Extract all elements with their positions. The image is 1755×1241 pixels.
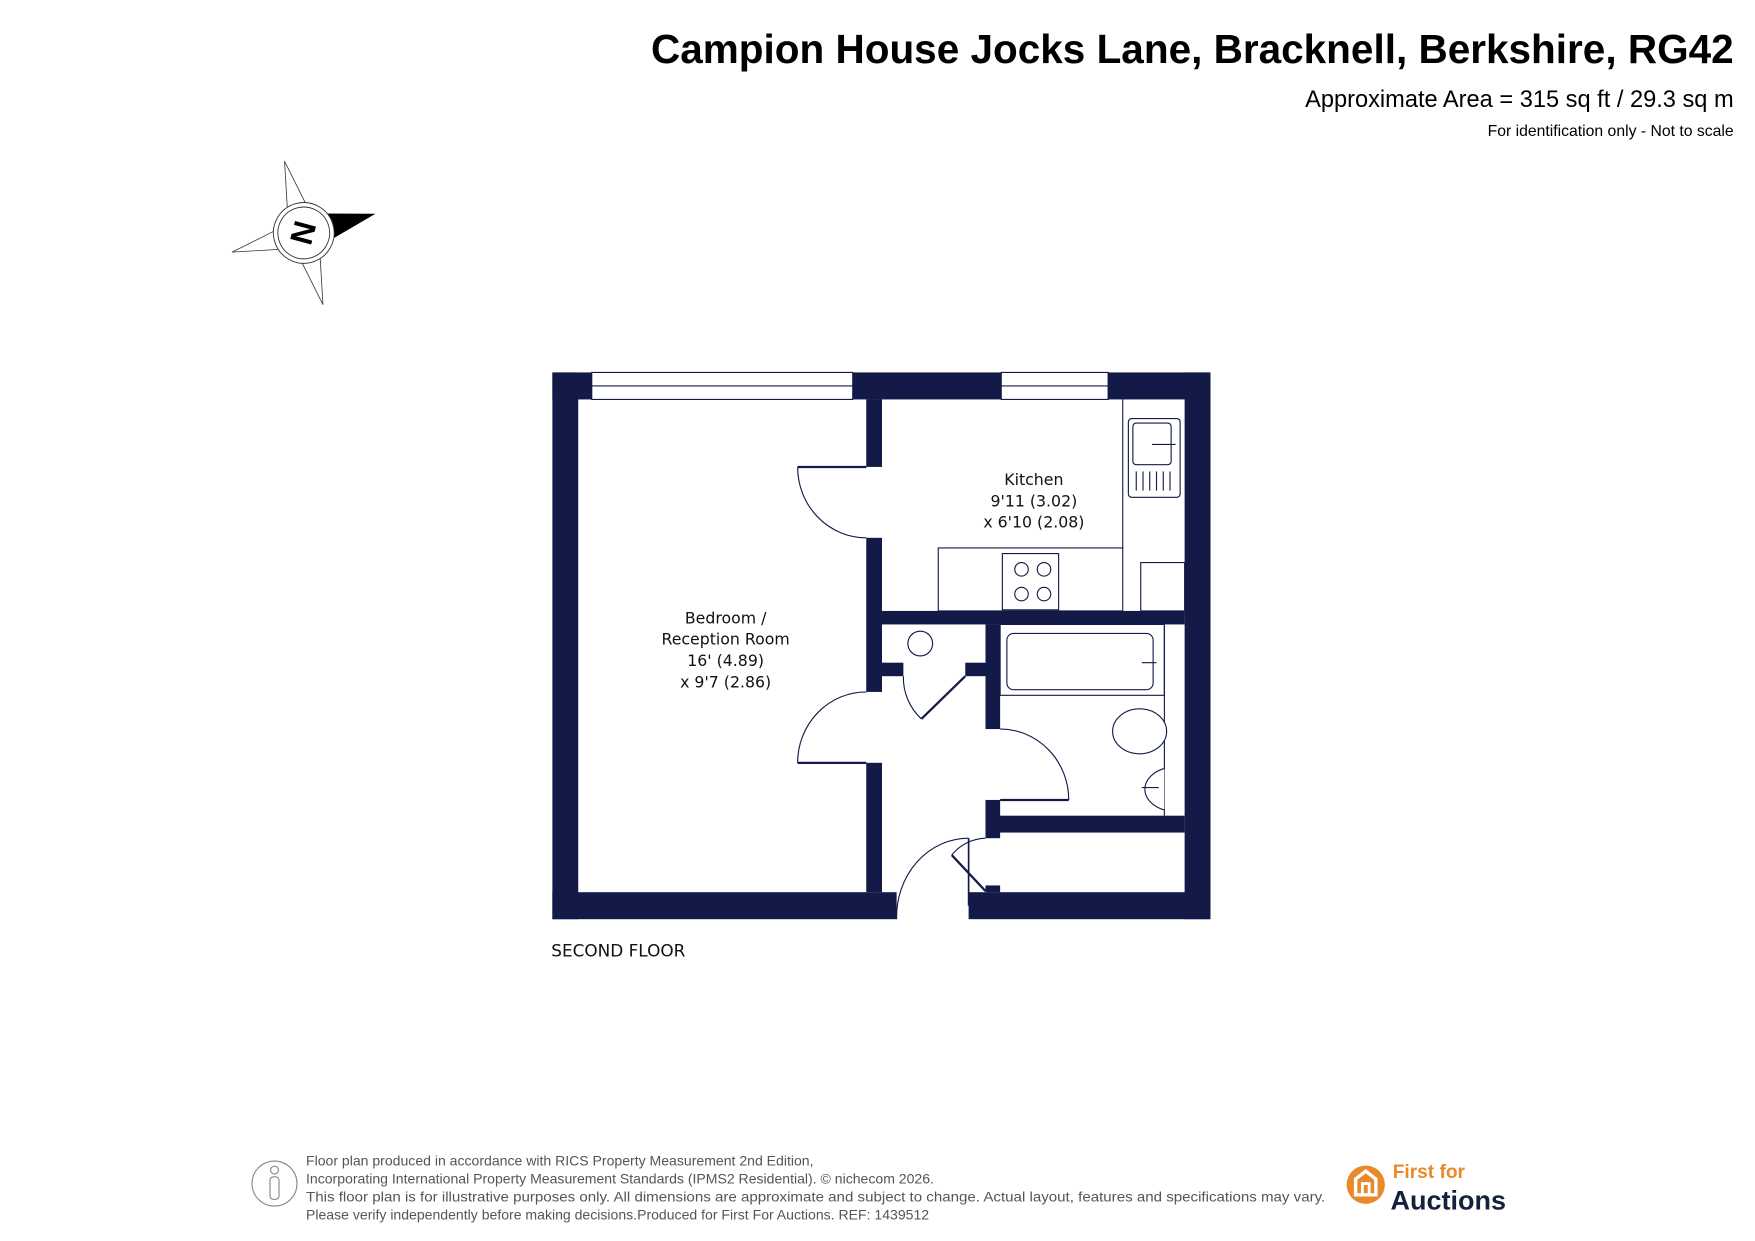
svg-text:This floor plan is for illustr: This floor plan is for illustrative purp… <box>306 1189 1325 1205</box>
svg-text:x 9'7 (2.86): x 9'7 (2.86) <box>680 672 771 691</box>
svg-text:Incorporating International Pr: Incorporating International Property Mea… <box>306 1171 934 1187</box>
svg-text:Auctions: Auctions <box>1391 1185 1507 1215</box>
property-title: Campion House Jocks Lane, Bracknell, Ber… <box>651 26 1734 72</box>
floor-label: SECOND FLOOR <box>551 940 685 960</box>
bath-icon <box>999 623 1165 696</box>
door-kitchen <box>797 465 867 539</box>
compass-icon: N <box>231 161 376 305</box>
window <box>591 371 854 400</box>
person-icon <box>251 1160 298 1207</box>
toilet-icon <box>1112 708 1168 755</box>
svg-text:x 6'10 (2.08): x 6'10 (2.08) <box>983 513 1084 532</box>
svg-text:Bedroom /: Bedroom / <box>685 608 767 627</box>
window <box>1000 371 1109 400</box>
room-label-kitchen: Kitchen 9'11 (3.02) x 6'10 (2.08) <box>983 470 1084 532</box>
door-bathroom <box>1000 728 1070 802</box>
svg-text:Reception Room: Reception Room <box>661 630 789 649</box>
room-label-bedroom: Bedroom / Reception Room 16' (4.89) x 9'… <box>661 608 789 691</box>
svg-text:First for: First for <box>1393 1162 1466 1183</box>
door-bedroom <box>797 691 867 764</box>
basin-icon <box>1141 767 1165 811</box>
door-cupboard <box>902 675 967 720</box>
hob-icon <box>1001 553 1060 611</box>
door-entrance <box>896 837 987 920</box>
first-for-auctions-logo: First for Auctions <box>1346 1162 1507 1215</box>
kitchen-sink-icon <box>1127 418 1181 498</box>
approximate-area: Approximate Area = 315 sq ft / 29.3 sq m <box>1305 87 1734 113</box>
floor-plan: Kitchen 9'11 (3.02) x 6'10 (2.08) Bedroo… <box>552 371 1211 920</box>
footer-disclaimer: Floor plan produced in accordance with R… <box>306 1153 1325 1223</box>
identification-note: For identification only - Not to scale <box>1488 123 1734 140</box>
svg-text:Kitchen: Kitchen <box>1004 470 1063 489</box>
svg-text:16' (4.89): 16' (4.89) <box>687 651 764 670</box>
svg-text:9'11 (3.02): 9'11 (3.02) <box>990 491 1077 510</box>
svg-text:Please verify independently be: Please verify independently before makin… <box>306 1207 929 1223</box>
walls <box>552 372 1211 920</box>
boiler-icon <box>907 630 934 657</box>
svg-text:Floor plan produced in accorda: Floor plan produced in accordance with R… <box>306 1153 814 1169</box>
